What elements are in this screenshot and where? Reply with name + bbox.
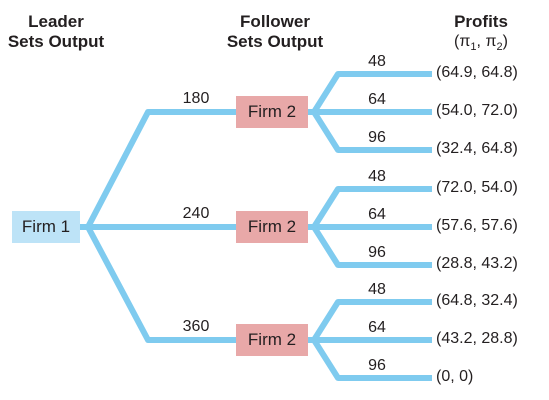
leader-output-label: 240 <box>182 205 210 222</box>
follower-output-label: 64 <box>368 206 386 223</box>
profit-pair: (32.4, 64.8) <box>436 140 518 157</box>
follower-header-line2: Sets Output <box>226 32 324 51</box>
follower-output-label: 64 <box>368 319 386 336</box>
follower-header-line1: Follower <box>240 12 310 31</box>
follower-output-label: 48 <box>368 53 386 70</box>
profit-pair: (43.2, 28.8) <box>436 330 518 347</box>
profits-header-sub: (π1, π2) <box>454 33 508 54</box>
profit-pair: (54.0, 72.0) <box>436 102 518 119</box>
follower-output-label: 96 <box>368 244 386 261</box>
profit-pair: (28.8, 43.2) <box>436 255 518 272</box>
firm2-box: Firm 2 <box>236 324 308 356</box>
leader-header: Leader Sets Output <box>0 12 112 52</box>
follower-output-label: 64 <box>368 91 386 108</box>
follower-output-label: 48 <box>368 168 386 185</box>
profit-pair: (72.0, 54.0) <box>436 179 518 196</box>
profit-pair: (57.6, 57.6) <box>436 217 518 234</box>
follower-output-label: 96 <box>368 129 386 146</box>
follower-output-label: 48 <box>368 281 386 298</box>
profits-header-title: Profits <box>454 12 508 31</box>
firm1-box: Firm 1 <box>12 211 80 243</box>
profit-pair: (64.8, 32.4) <box>436 292 518 309</box>
follower-branch-96 <box>308 224 432 268</box>
follower-branch-96 <box>308 109 432 153</box>
profits-header: Profits (π1, π2) <box>436 12 526 57</box>
profit-pair: (0, 0) <box>436 368 474 385</box>
leader-branch-180 <box>80 109 236 230</box>
firm2-box: Firm 2 <box>236 96 308 128</box>
leader-header-line1: Leader <box>28 12 84 31</box>
leader-output-label: 180 <box>182 90 210 107</box>
leader-branch-360 <box>80 224 236 343</box>
follower-header: Follower Sets Output <box>205 12 345 52</box>
leader-output-label: 360 <box>182 318 210 335</box>
follower-branch-96 <box>308 337 432 381</box>
firm2-box: Firm 2 <box>236 211 308 243</box>
profit-pair: (64.9, 64.8) <box>436 64 518 81</box>
follower-output-label: 96 <box>368 357 386 374</box>
leader-header-line2: Sets Output <box>7 32 105 51</box>
